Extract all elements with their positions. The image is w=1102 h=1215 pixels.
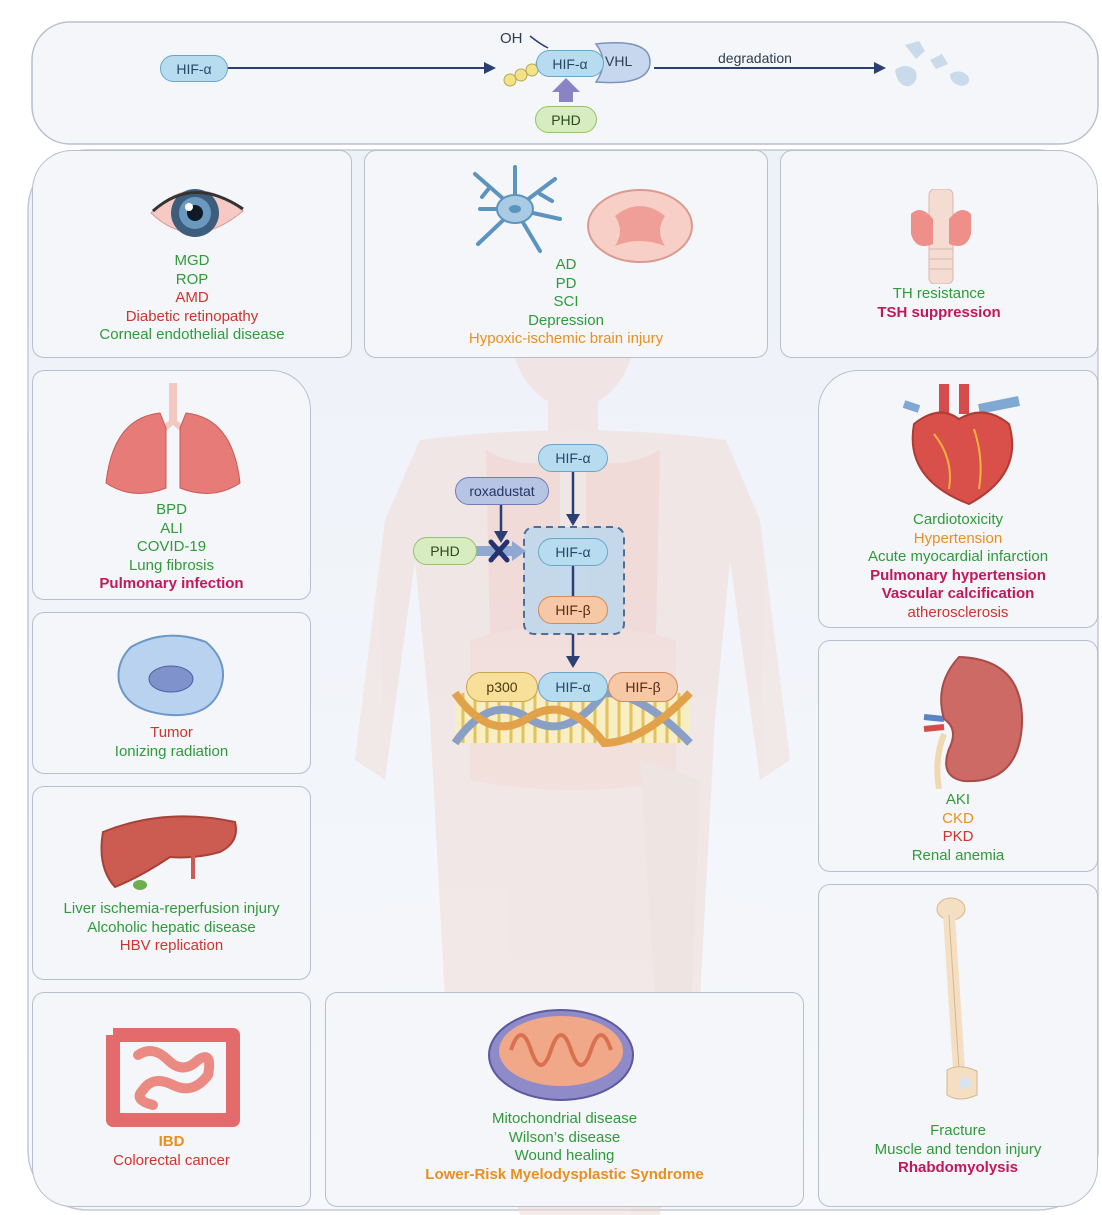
complex-hif-beta-pill: HIF-β: [538, 596, 608, 624]
p300-pill: p300: [466, 672, 538, 702]
dna-hif-beta-pill: HIF-β: [608, 672, 678, 702]
roxadustat-pill: roxadustat: [455, 477, 549, 505]
dna-hif-alpha-pill: HIF-α: [538, 672, 608, 702]
center-hif-alpha-pill: HIF-α: [538, 444, 608, 472]
center-phd-pill: PHD: [413, 537, 477, 565]
complex-hif-alpha-pill: HIF-α: [538, 538, 608, 566]
